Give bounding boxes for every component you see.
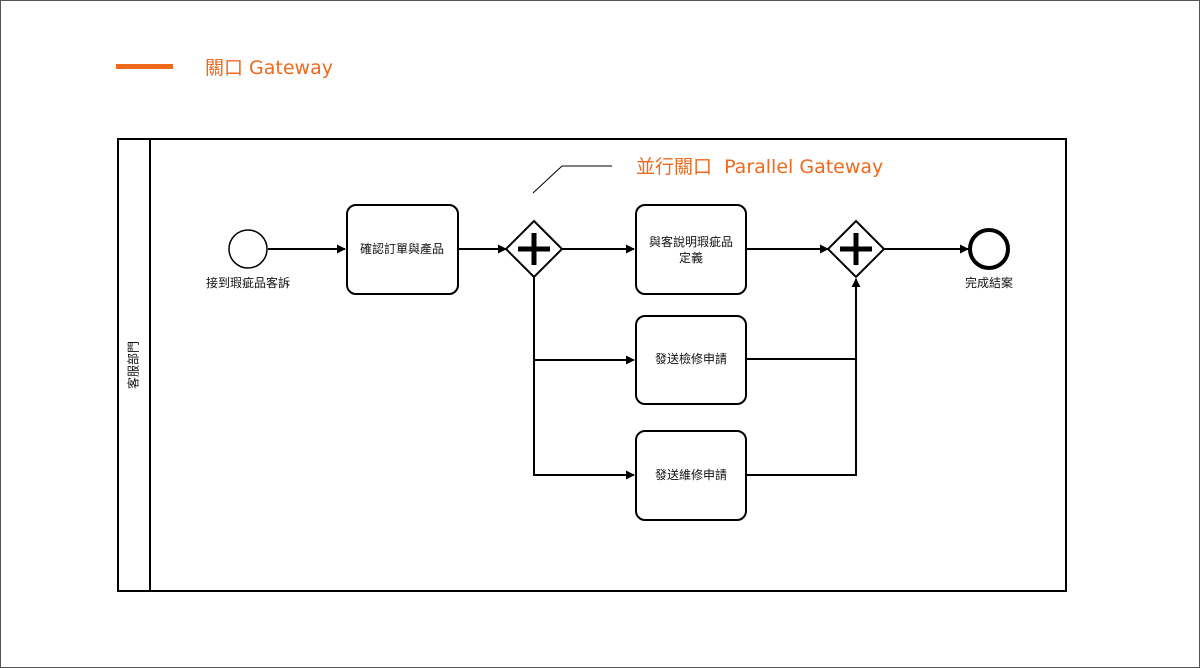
plus-icon — [840, 233, 872, 265]
parallel-gateway-split[interactable] — [504, 219, 564, 279]
flow-repair-to-join — [746, 359, 857, 476]
page-title: 關口 Gateway — [205, 57, 333, 79]
callout-leader-line — [532, 165, 563, 194]
task-send-inspection-label: 發送檢修申請 — [655, 351, 727, 366]
task-confirm-order-label: 確認訂單與產品 — [360, 241, 444, 256]
plus-icon — [518, 233, 550, 265]
flow-split-to-repair — [533, 360, 635, 480]
pool-border — [117, 138, 1067, 592]
task-send-repair-label: 發送維修申請 — [655, 467, 727, 482]
start-event-label: 接到瑕疵品客訴 — [206, 275, 290, 290]
lane-label: 客服部門 — [126, 341, 141, 389]
task-explain-defect[interactable] — [635, 204, 747, 295]
end-event-label: 完成結案 — [965, 275, 1013, 290]
end-event[interactable] — [968, 228, 1010, 270]
task-send-repair[interactable] — [635, 430, 747, 521]
title-accent-bar — [116, 64, 173, 69]
task-explain-defect-label-line2: 定義 — [679, 250, 703, 265]
task-explain-defect-label-line1: 與客說明瑕疵品 — [649, 234, 733, 249]
start-event[interactable] — [228, 229, 268, 269]
task-confirm-order[interactable] — [346, 204, 459, 295]
parallel-gateway-callout: 並行關口 Parallel Gateway — [636, 156, 883, 178]
parallel-gateway-join[interactable] — [826, 219, 886, 279]
task-send-inspection[interactable] — [635, 315, 747, 405]
